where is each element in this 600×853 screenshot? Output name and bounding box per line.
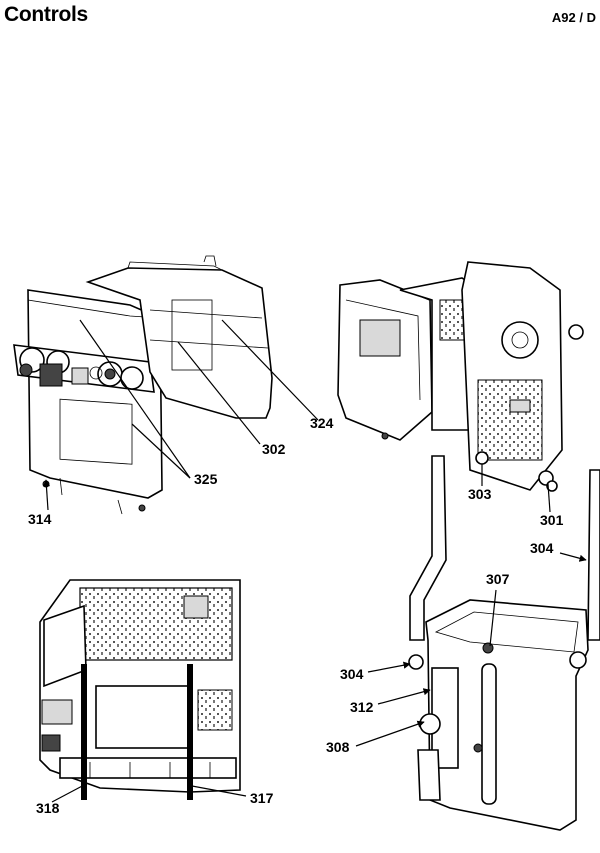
callout-308: 308 — [326, 739, 350, 755]
leader-307 — [489, 589, 497, 647]
leader-318 — [51, 783, 87, 803]
callout-304-upper: 304 — [530, 540, 554, 556]
diagram-reference: A92 / D — [551, 10, 596, 25]
leader-lines — [42, 319, 587, 803]
callout-314: 314 — [28, 511, 52, 527]
electronic-panel-part — [39, 579, 241, 800]
callout-301: 301 — [540, 512, 564, 528]
leader-301 — [547, 483, 551, 513]
leader-314 — [42, 479, 51, 511]
callout-318: 318 — [36, 800, 60, 816]
leader-317 — [191, 785, 247, 797]
leader-325 — [131, 423, 191, 479]
pcb-cover-part — [85, 255, 273, 419]
leader-304a — [559, 552, 587, 562]
callout-324: 324 — [310, 415, 334, 431]
leader-325b — [79, 319, 191, 479]
control-box-housing-part — [337, 277, 481, 441]
control-fascia-part — [13, 289, 163, 515]
callout-325: 325 — [194, 471, 218, 487]
leader-324 — [221, 319, 319, 421]
leader-302 — [177, 341, 261, 445]
callout-303: 303 — [468, 486, 492, 502]
leader-312 — [377, 688, 431, 705]
callout-304-lower: 304 — [340, 666, 364, 682]
callout-312: 312 — [350, 699, 374, 715]
page-title: Controls — [4, 3, 88, 26]
callout-307: 307 — [486, 571, 510, 587]
leader-308 — [355, 720, 425, 747]
callout-302: 302 — [262, 441, 286, 457]
callout-317: 317 — [250, 790, 274, 806]
hydraulic-assembly-part — [408, 455, 600, 831]
leader-304b — [367, 661, 411, 673]
control-housing-right-part — [461, 261, 584, 492]
